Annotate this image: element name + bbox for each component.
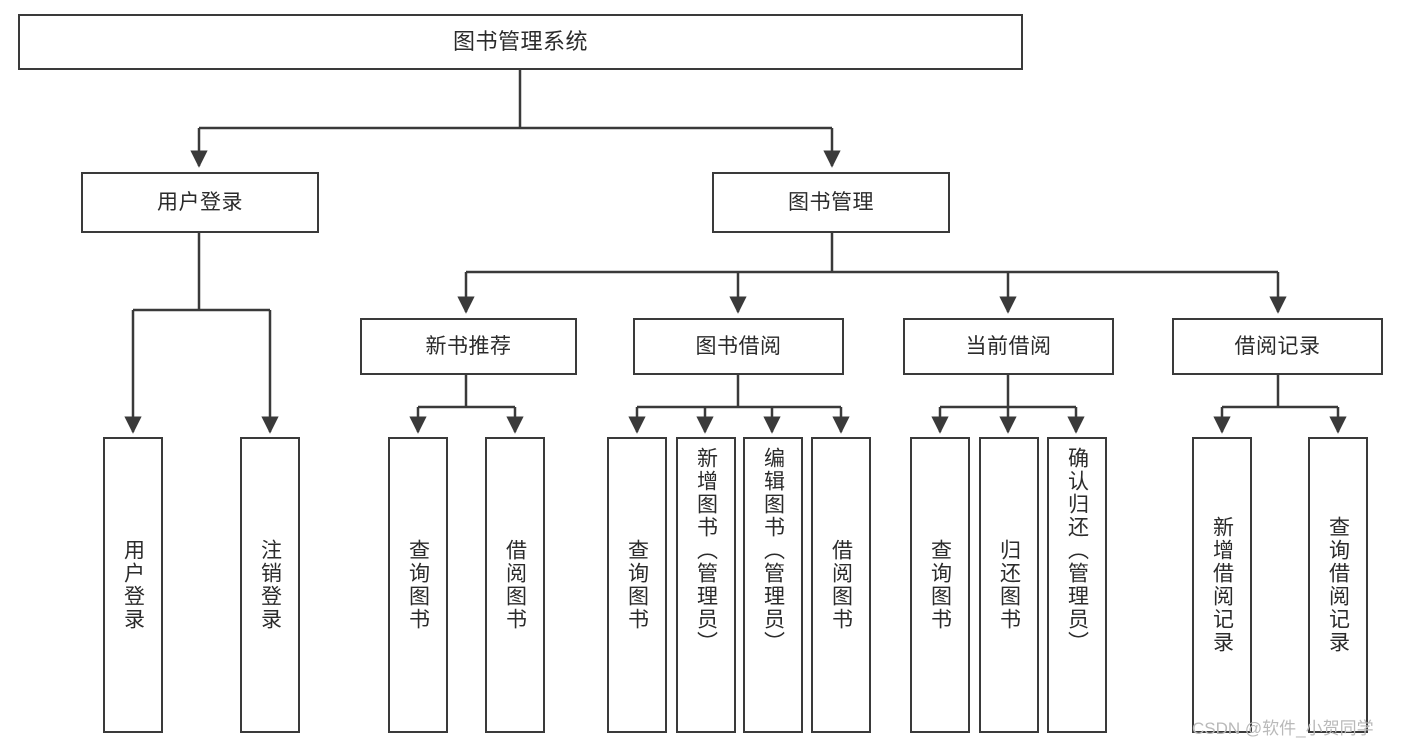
leaf-borrow-book-1-label: 借阅图书 (503, 539, 527, 631)
leaf-borrow-book-2[interactable]: 借阅图书 (811, 437, 871, 733)
leaf-edit-book[interactable]: 编辑图书（管理员） (743, 437, 803, 733)
node-new-book-recommend[interactable]: 新书推荐 (360, 318, 577, 375)
node-root-label: 图书管理系统 (452, 28, 588, 54)
leaf-add-record[interactable]: 新增借阅记录 (1192, 437, 1252, 733)
leaf-add-book[interactable]: 新增图书（管理员） (676, 437, 736, 733)
node-current-borrow-label: 当前借阅 (965, 334, 1052, 358)
node-new-book-recommend-label: 新书推荐 (425, 334, 512, 358)
leaf-add-record-label: 新增借阅记录 (1210, 516, 1234, 654)
leaf-user-login-label: 用户登录 (121, 539, 145, 631)
leaf-return-book[interactable]: 归还图书 (979, 437, 1039, 733)
node-book-management-label: 图书管理 (788, 190, 874, 214)
node-borrow-record-label: 借阅记录 (1234, 334, 1321, 358)
leaf-query-book-1-label: 查询图书 (406, 539, 430, 631)
node-book-borrow-label: 图书借阅 (695, 334, 782, 358)
leaf-logout[interactable]: 注销登录 (240, 437, 300, 733)
node-borrow-record[interactable]: 借阅记录 (1172, 318, 1383, 375)
node-book-management[interactable]: 图书管理 (712, 172, 950, 233)
leaf-query-book-2[interactable]: 查询图书 (607, 437, 667, 733)
leaf-query-book-2-label: 查询图书 (625, 539, 649, 631)
leaf-logout-label: 注销登录 (258, 539, 282, 631)
node-book-borrow[interactable]: 图书借阅 (633, 318, 844, 375)
leaf-query-record-label: 查询借阅记录 (1326, 516, 1350, 654)
node-user-login-label: 用户登录 (157, 190, 243, 214)
leaf-user-login[interactable]: 用户登录 (103, 437, 163, 733)
leaf-query-record[interactable]: 查询借阅记录 (1308, 437, 1368, 733)
node-current-borrow[interactable]: 当前借阅 (903, 318, 1114, 375)
node-root[interactable]: 图书管理系统 (18, 14, 1023, 70)
leaf-borrow-book-1[interactable]: 借阅图书 (485, 437, 545, 733)
leaf-query-book-3-label: 查询图书 (928, 539, 952, 631)
leaf-query-book-3[interactable]: 查询图书 (910, 437, 970, 733)
leaf-confirm-return-label: 确认归还（管理员） (1065, 447, 1089, 654)
leaf-borrow-book-2-label: 借阅图书 (829, 539, 853, 631)
leaf-return-book-label: 归还图书 (997, 539, 1021, 631)
node-user-login[interactable]: 用户登录 (81, 172, 319, 233)
csdn-watermark: CSDN @软件_小贺同学 (1192, 719, 1374, 738)
leaf-confirm-return[interactable]: 确认归还（管理员） (1047, 437, 1107, 733)
leaf-edit-book-label: 编辑图书（管理员） (761, 447, 785, 654)
leaf-query-book-1[interactable]: 查询图书 (388, 437, 448, 733)
leaf-add-book-label: 新增图书（管理员） (694, 447, 718, 654)
